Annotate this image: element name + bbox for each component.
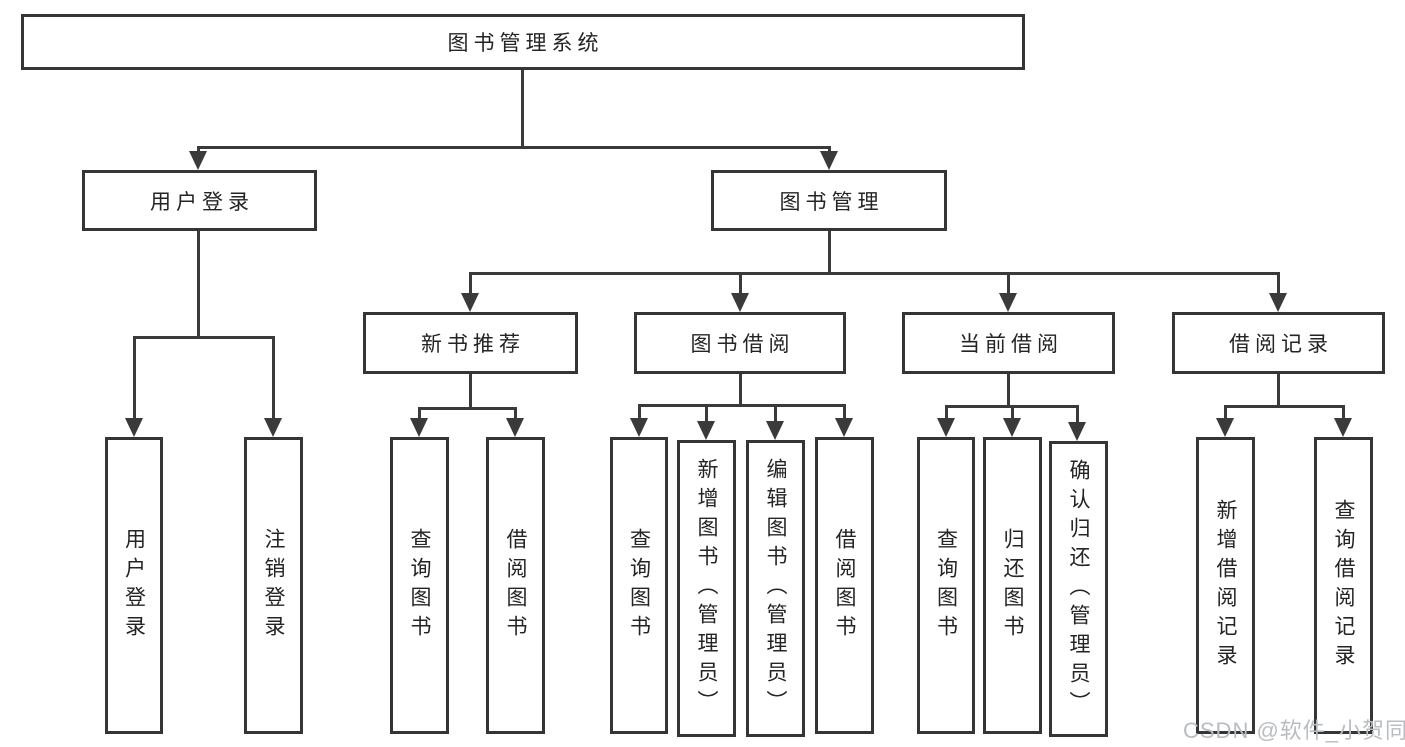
leaf-edit-book-admin: 编辑图书（管理员） <box>746 440 805 737</box>
arrow-down-icon <box>999 293 1017 312</box>
connector-stem <box>514 407 517 420</box>
arrow-down-icon <box>506 418 524 437</box>
arrow-down-icon <box>835 418 853 437</box>
arrow-down-icon <box>1269 293 1287 312</box>
connector-stem <box>945 405 948 420</box>
leaf-query-book-1: 查询图书 <box>390 437 449 734</box>
connector-new-book-stem <box>469 374 472 407</box>
connector-stem <box>418 407 421 420</box>
leaf-label: 新增借阅记录 <box>1214 498 1237 673</box>
connector-stem <box>197 146 200 153</box>
connector-borrow-record-rail <box>1224 405 1344 408</box>
leaf-label: 归还图书 <box>1001 527 1024 644</box>
leaf-label: 查询图书 <box>627 527 651 644</box>
node-user-login: 用户登录 <box>82 170 317 231</box>
connector-stem <box>1076 405 1079 424</box>
leaf-logout: 注销登录 <box>244 437 303 734</box>
connector-stem <box>774 404 777 423</box>
leaf-confirm-return-admin: 确认归还（管理员） <box>1049 441 1108 737</box>
connector-stem <box>1342 405 1345 420</box>
node-book-management: 图书管理 <box>711 170 947 231</box>
leaf-query-borrow-record: 查询借阅记录 <box>1314 437 1373 734</box>
connector-current-borrow-stem <box>1007 374 1010 405</box>
leaf-label: 新增图书（管理员） <box>695 458 718 719</box>
arrow-down-icon <box>820 151 838 170</box>
connector-borrow-record-stem <box>1277 374 1280 405</box>
connector-new-book-rail <box>418 407 517 410</box>
arrow-down-icon <box>264 418 282 437</box>
leaf-label: 查询借阅记录 <box>1332 498 1355 673</box>
leaf-query-book-3: 查询图书 <box>917 437 975 734</box>
connector-stem <box>1224 405 1227 420</box>
node-label: 图书管理 <box>779 190 884 214</box>
node-current-borrow: 当前借阅 <box>902 312 1115 374</box>
arrow-down-icon <box>125 418 143 437</box>
leaf-user-login: 用户登录 <box>105 437 163 734</box>
connector-root-stem <box>521 70 524 147</box>
leaf-label: 借阅图书 <box>504 527 527 644</box>
arrow-down-icon <box>697 421 715 440</box>
csdn-watermark: CSDN @软件_小贺同学 <box>1183 718 1405 743</box>
connector-book-borrow-rail <box>638 404 846 407</box>
leaf-return-book: 归还图书 <box>983 437 1042 734</box>
leaf-label: 查询图书 <box>934 527 958 644</box>
leaf-label: 编辑图书（管理员） <box>764 458 787 719</box>
node-label: 图书借阅 <box>690 333 795 356</box>
arrow-down-icon <box>630 418 648 437</box>
arrow-down-icon <box>731 293 749 312</box>
connector-book-mgmt-rail <box>469 272 1280 275</box>
arrow-down-icon <box>1003 418 1021 437</box>
connector-stem <box>843 404 846 420</box>
leaf-label: 查询图书 <box>408 527 431 644</box>
connector-stem <box>469 272 472 295</box>
leaf-borrow-book-2: 借阅图书 <box>815 437 874 734</box>
leaf-label: 借阅图书 <box>833 527 856 644</box>
node-label: 借阅记录 <box>1229 333 1333 356</box>
leaf-borrow-book-1: 借阅图书 <box>486 437 545 734</box>
leaf-label: 注销登录 <box>262 527 285 644</box>
connector-stem <box>705 404 708 423</box>
connector-stem <box>1011 405 1014 420</box>
arrow-down-icon <box>189 151 207 170</box>
leaf-add-book-admin: 新增图书（管理员） <box>677 440 736 737</box>
connector-stem <box>828 146 831 153</box>
connector-book-borrow-stem <box>739 374 742 404</box>
arrow-down-icon <box>461 293 479 312</box>
connector-stem <box>1007 272 1010 295</box>
node-label: 图书管理系统 <box>447 32 604 55</box>
node-borrow-record: 借阅记录 <box>1172 312 1385 374</box>
connector-stem <box>1277 272 1280 295</box>
node-label: 用户登录 <box>150 190 254 214</box>
arrow-down-icon <box>1068 422 1086 441</box>
connector-stem <box>638 404 641 420</box>
connector-user-login-stem <box>197 231 200 336</box>
connector-stem <box>272 336 275 420</box>
node-label: 当前借阅 <box>959 333 1063 356</box>
node-new-book-recommend: 新书推荐 <box>363 312 578 374</box>
connector-stem <box>739 272 742 295</box>
node-book-borrow: 图书借阅 <box>634 312 846 374</box>
arrow-down-icon <box>1334 418 1352 437</box>
node-label: 新书推荐 <box>421 333 525 356</box>
leaf-label: 确认归还（管理员） <box>1067 458 1090 720</box>
connector-root-rail <box>197 146 831 149</box>
arrow-down-icon <box>410 418 428 437</box>
arrow-down-icon <box>937 418 955 437</box>
arrow-down-icon <box>1216 418 1234 437</box>
connector-book-mgmt-stem <box>828 231 831 272</box>
leaf-query-book-2: 查询图书 <box>610 437 668 734</box>
arrow-down-icon <box>766 421 784 440</box>
connector-user-login-rail <box>133 336 275 339</box>
leaf-label: 用户登录 <box>122 527 146 644</box>
connector-stem <box>133 336 136 420</box>
leaf-add-borrow-record: 新增借阅记录 <box>1196 437 1255 734</box>
node-library-system: 图书管理系统 <box>21 14 1025 70</box>
